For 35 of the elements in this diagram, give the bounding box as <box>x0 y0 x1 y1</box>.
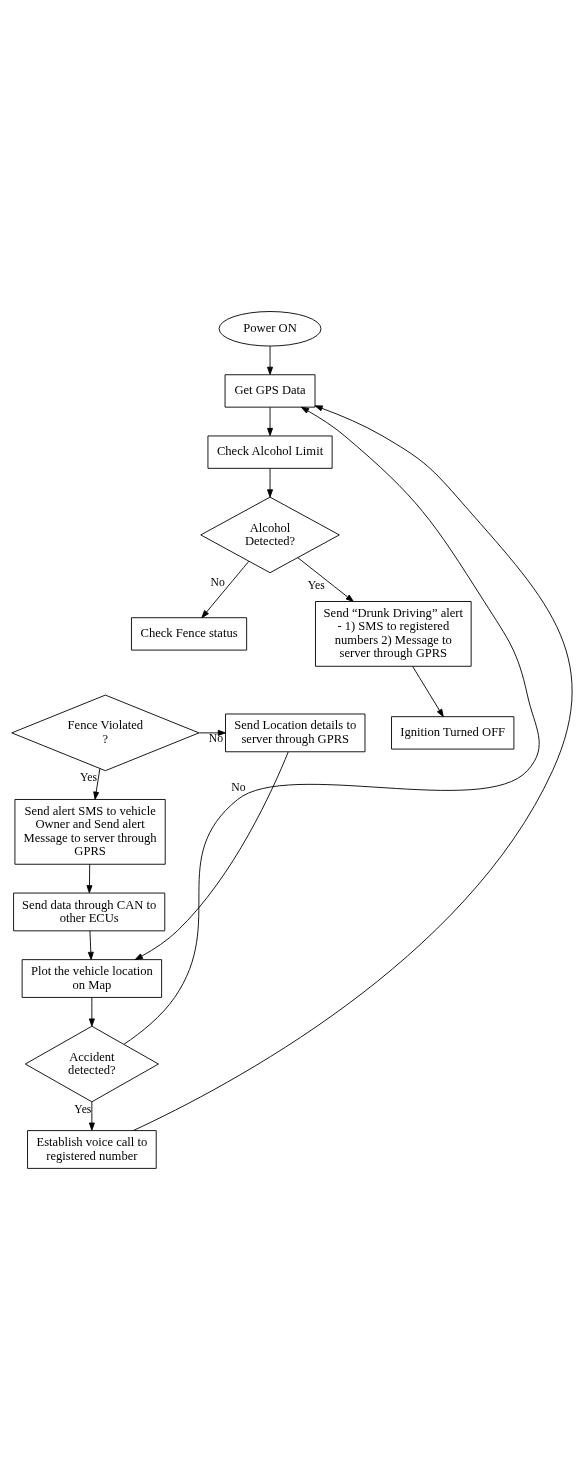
arrow <box>86 863 93 893</box>
node-box: Get GPS Data <box>224 373 316 408</box>
edge-label: No <box>231 780 246 794</box>
arrow <box>412 665 444 717</box>
arrow <box>88 1100 95 1131</box>
node-diamond: Fence Violated ? <box>11 694 200 771</box>
arrow <box>297 556 354 602</box>
arrow <box>133 404 573 1131</box>
arrow <box>93 767 101 800</box>
node-diamond: Accident detected? <box>24 1025 159 1102</box>
node-box: Send Location details to server through GPRS <box>225 713 366 752</box>
arrow <box>123 406 540 1045</box>
arrow <box>267 406 273 436</box>
node-ellipse: Power ON <box>218 310 322 346</box>
node-box: Send “Drunk Driving” alert - 1) SMS to registered numbers 2) Message to server through GPRS <box>315 600 472 667</box>
node-box: Ignition Turned OFF <box>391 715 515 750</box>
node-box: Check Alcohol Limit <box>207 435 333 469</box>
arrow <box>198 729 226 736</box>
node-box: Plot the vehicle location on Map <box>21 958 163 998</box>
node-diamond: Alcohol Detected? <box>200 496 340 573</box>
arrow <box>88 996 95 1027</box>
edge-label: No <box>210 575 225 589</box>
node-box: Send alert SMS to vehicle Owner and Send alert Message to server through GPRS <box>14 798 166 865</box>
edge-label: Yes <box>79 770 97 784</box>
node-box: Check Fence status <box>131 616 248 651</box>
edge-label: No <box>208 731 224 745</box>
node-box: Establish voice call to registered number <box>27 1129 157 1169</box>
arrow <box>201 560 250 618</box>
node-box: Send data through CAN to other ECUs <box>13 892 166 931</box>
arrow <box>134 751 289 960</box>
arrow <box>267 345 273 375</box>
edge-label: Yes <box>307 578 325 592</box>
edge-label: Yes <box>74 1102 92 1116</box>
arrow <box>87 929 94 960</box>
arrow <box>267 467 273 497</box>
